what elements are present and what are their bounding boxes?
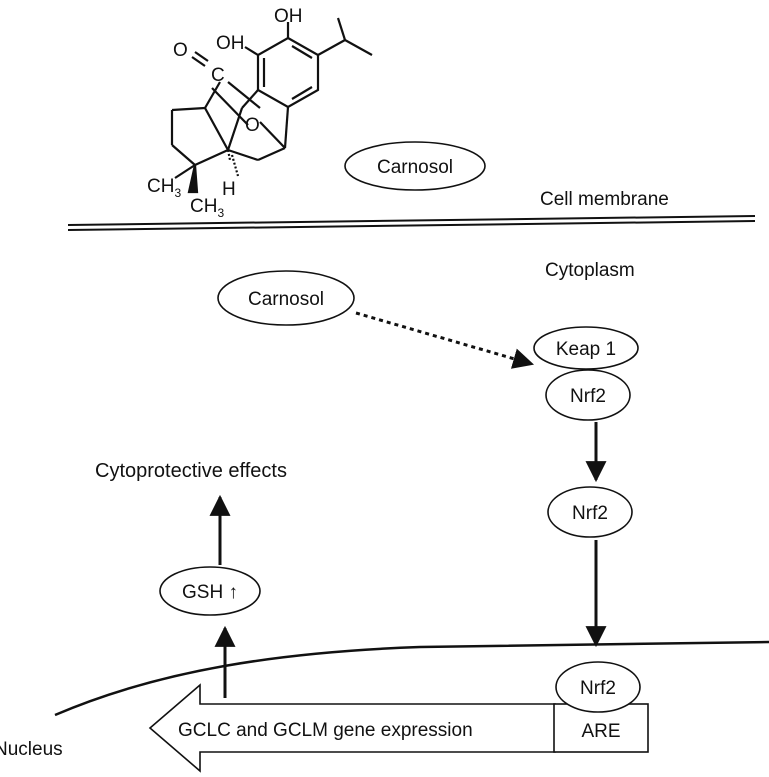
gene-expression-arrow: GCLC and GCLM gene expression [148, 683, 556, 773]
atom-ch3-b: CH3 [190, 196, 224, 220]
svg-text:Nrf2: Nrf2 [580, 678, 616, 699]
gsh-node: GSH ↑ [159, 566, 261, 616]
nrf2-free-node: Nrf2 [547, 486, 633, 538]
carnosol-outside-node: Carnosol [344, 141, 486, 191]
atom-h: H [222, 179, 236, 200]
cytoprotective-effects-label: Cytoprotective effects [95, 460, 287, 482]
svg-text:ARE: ARE [581, 721, 620, 742]
svg-text:GSH ↑: GSH ↑ [182, 582, 238, 603]
atom-ch3-a: CH3 [147, 176, 181, 200]
svg-text:Nrf2: Nrf2 [572, 503, 608, 524]
cytoplasm-label: Cytoplasm [545, 260, 635, 281]
nrf2-bound-node: Nrf2 [545, 369, 631, 421]
cell-membrane-line [67, 215, 756, 231]
svg-text:Nrf2: Nrf2 [570, 386, 606, 407]
carnosol-atom-labels: OH OH O C O H CH3 CH3 [147, 6, 303, 220]
atom-carbonyl-c: C [211, 65, 225, 86]
atom-carbonyl-o: O [173, 40, 188, 61]
carnosol-inside-node: Carnosol [217, 270, 355, 326]
dotted-arrow-carnosol-to-keap1 [355, 311, 535, 369]
keap1-node: Keap 1 [533, 326, 639, 370]
nrf2-nucleus-node: Nrf2 [555, 661, 641, 713]
svg-text:GCLC and GCLM gene expression: GCLC and GCLM gene expression [178, 720, 473, 741]
svg-text:Carnosol: Carnosol [377, 157, 453, 178]
carnosol-structure [170, 17, 373, 194]
nucleus-label: Nucleus [0, 739, 63, 760]
atom-oh-top: OH [274, 6, 303, 27]
nuclear-membrane [54, 640, 769, 717]
svg-text:Keap 1: Keap 1 [556, 339, 616, 360]
cell-membrane-label: Cell membrane [540, 189, 669, 210]
svg-text:Carnosol: Carnosol [248, 289, 324, 310]
atom-oh-mid: OH [216, 33, 245, 54]
atom-ring-o: O [245, 115, 260, 136]
